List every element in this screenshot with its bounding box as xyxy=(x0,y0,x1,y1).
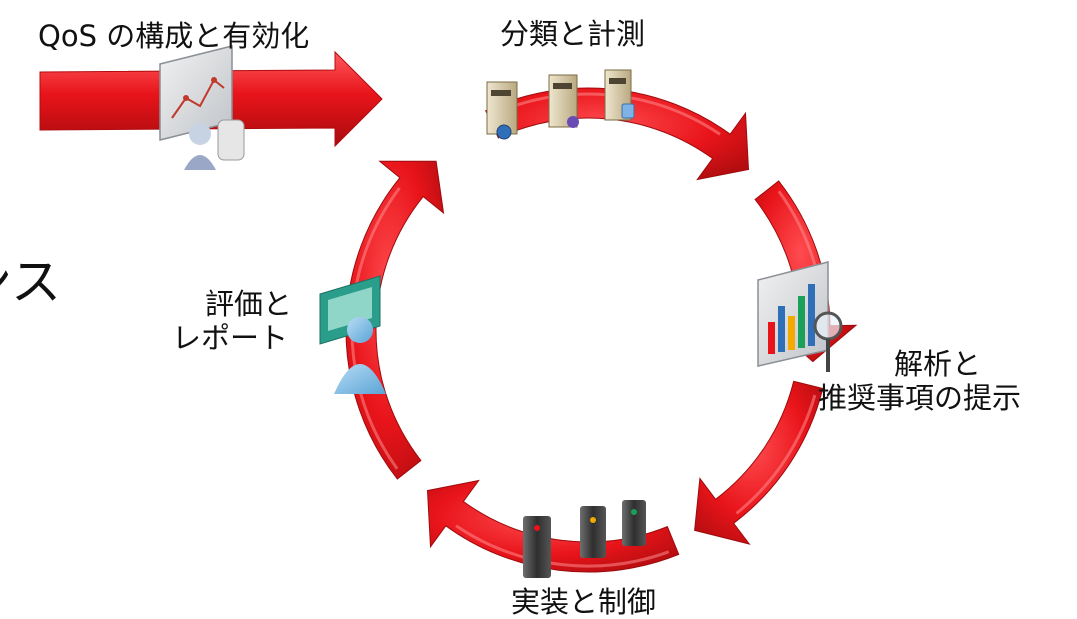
presenter-with-board-icon xyxy=(159,45,245,170)
bar-chart-magnifier-icon xyxy=(757,261,843,372)
step-evaluate-label-line2: レポート xyxy=(172,321,289,355)
ring-segment-analyze-to-implement-highlight xyxy=(735,394,817,515)
person-at-monitor-icon xyxy=(319,275,386,394)
step-implement-label: 実装と制御 xyxy=(511,585,657,619)
step-analyze-label-line1: 解析と xyxy=(894,347,982,381)
step-analyze-label-line2: 推奨事項の提示 xyxy=(818,381,1022,415)
ring-segment-analyze-to-implement xyxy=(694,380,824,545)
step-classify-label: 分類と計測 xyxy=(500,17,646,51)
ring-segment-implement-to-evaluate-highlight xyxy=(455,524,670,568)
server-group-icon xyxy=(486,69,635,140)
clipped-heading-text: ンス xyxy=(0,253,61,311)
step-configure-label: QoS の構成と有効化 xyxy=(38,19,310,53)
step-evaluate-label-line1: 評価と xyxy=(205,287,293,321)
server-racks-icon xyxy=(523,500,646,578)
